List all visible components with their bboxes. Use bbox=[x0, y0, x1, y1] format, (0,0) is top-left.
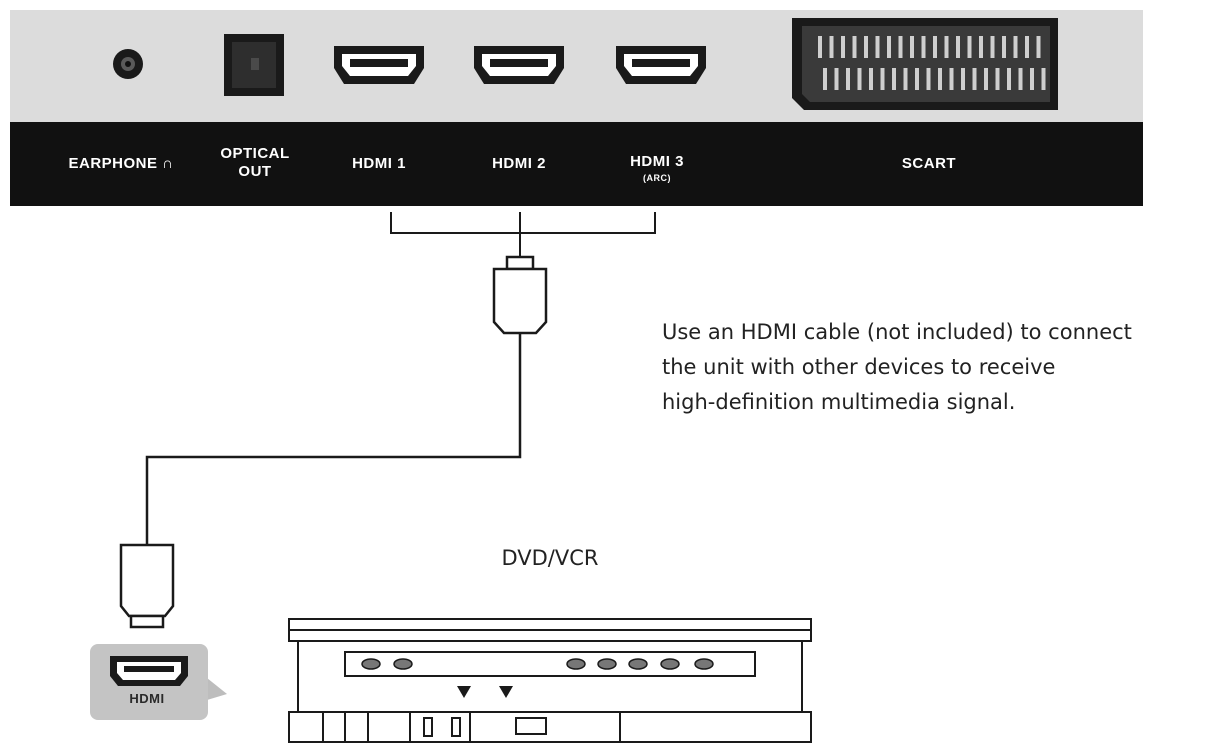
hdmi-plug-icon bbox=[492, 255, 548, 335]
port-label-hdmi-2: HDMI 2 bbox=[492, 155, 546, 172]
scart-pin bbox=[1030, 68, 1034, 90]
earphone-jack-icon bbox=[113, 49, 143, 79]
scart-pin bbox=[1018, 68, 1023, 90]
scart-pin bbox=[864, 36, 868, 58]
scart-pin bbox=[984, 68, 988, 90]
scart-pin bbox=[961, 68, 965, 90]
scart-pin bbox=[880, 68, 885, 90]
scart-pin bbox=[1025, 36, 1029, 58]
scart-pin bbox=[972, 68, 977, 90]
scart-pin bbox=[903, 68, 908, 90]
scart-pin bbox=[852, 36, 857, 58]
scart-pin bbox=[910, 36, 914, 58]
dvd-vcr-device bbox=[288, 618, 812, 743]
port-label-hdmi-3: HDMI 3 bbox=[630, 153, 684, 170]
scart-pin bbox=[949, 68, 954, 90]
scart-pin bbox=[926, 68, 931, 90]
scart-pin bbox=[846, 68, 850, 90]
hdmi-port-icon bbox=[474, 46, 564, 84]
scart-pin bbox=[898, 36, 903, 58]
tv-rear-panel bbox=[10, 10, 1143, 206]
scart-pin bbox=[869, 68, 873, 90]
scart-pin bbox=[887, 36, 891, 58]
scart-pin bbox=[834, 68, 839, 90]
hdmi-badge bbox=[90, 644, 227, 720]
device-label: DVD/VCR bbox=[501, 546, 599, 570]
optical-port-icon bbox=[224, 34, 284, 96]
scart-pin bbox=[1041, 68, 1046, 90]
scart-pin bbox=[921, 36, 926, 58]
hdmi-plug-icon bbox=[119, 543, 175, 629]
label-bar bbox=[10, 122, 1143, 206]
scart-pin bbox=[956, 36, 960, 58]
hdmi-port-icon bbox=[616, 46, 706, 84]
port-sublabel-hdmi-3: (ARC) bbox=[643, 173, 671, 183]
port-label-hdmi-1: HDMI 1 bbox=[352, 155, 406, 172]
port-label-earphone: EARPHONE ∩ bbox=[68, 155, 174, 172]
scart-pin bbox=[829, 36, 834, 58]
scart-pin bbox=[938, 68, 942, 90]
device-buttons bbox=[361, 658, 714, 670]
scart-pin bbox=[857, 68, 862, 90]
scart-pin bbox=[841, 36, 845, 58]
hdmi-cable bbox=[145, 333, 522, 545]
scart-pin bbox=[818, 36, 822, 58]
scart-pin bbox=[915, 68, 919, 90]
instruction-text: Use an HDMI cable (not included) to conn… bbox=[662, 320, 1132, 414]
scart-pin bbox=[892, 68, 896, 90]
scart-pin bbox=[823, 68, 827, 90]
scart-pin bbox=[967, 36, 972, 58]
port-label-optical: OPTICAL bbox=[220, 145, 290, 162]
hdmi-badge-label: HDMI bbox=[129, 691, 165, 706]
scart-pin bbox=[1036, 36, 1041, 58]
port-bracket bbox=[390, 212, 656, 258]
scart-pin bbox=[1013, 36, 1018, 58]
scart-pin bbox=[875, 36, 880, 58]
scart-pin bbox=[979, 36, 983, 58]
scart-pin bbox=[1007, 68, 1011, 90]
scart-pin bbox=[995, 68, 1000, 90]
scart-pin bbox=[990, 36, 995, 58]
scart-pin bbox=[933, 36, 937, 58]
scart-pin bbox=[944, 36, 949, 58]
arrow-down-icon bbox=[457, 686, 513, 698]
port-sublabel-optical: OUT bbox=[238, 163, 272, 180]
scart-pin bbox=[1002, 36, 1006, 58]
port-label-scart: SCART bbox=[901, 155, 957, 172]
hdmi-port-icon bbox=[334, 46, 424, 84]
scart-port-icon bbox=[792, 18, 1058, 110]
